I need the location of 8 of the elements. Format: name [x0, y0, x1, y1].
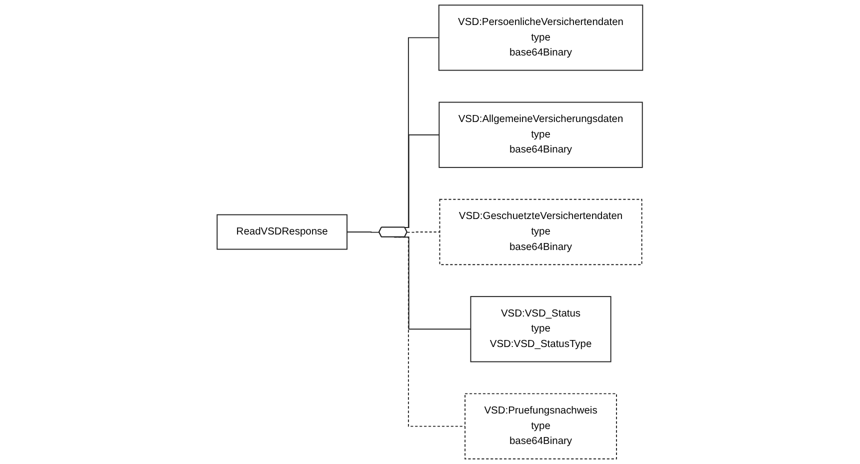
node-box: VSD:GeschuetzteVersichertendaten type base64Binary — [439, 198, 642, 266]
node-box: VSD:Pruefungsnachweis type base64Binary — [464, 393, 618, 460]
node-box: VSD:VSD_Status type VSD:VSD_StatusType — [470, 296, 612, 362]
node-box: ReadVSDResponse — [216, 214, 348, 250]
node-box: VSD:PersoenlicheVersichertendaten type base64Binary — [438, 4, 644, 71]
connector — [346, 232, 380, 233]
node-box: VSD:AllgemeineVersicherungsdaten type base64Binary — [438, 102, 643, 168]
connector — [406, 232, 440, 233]
